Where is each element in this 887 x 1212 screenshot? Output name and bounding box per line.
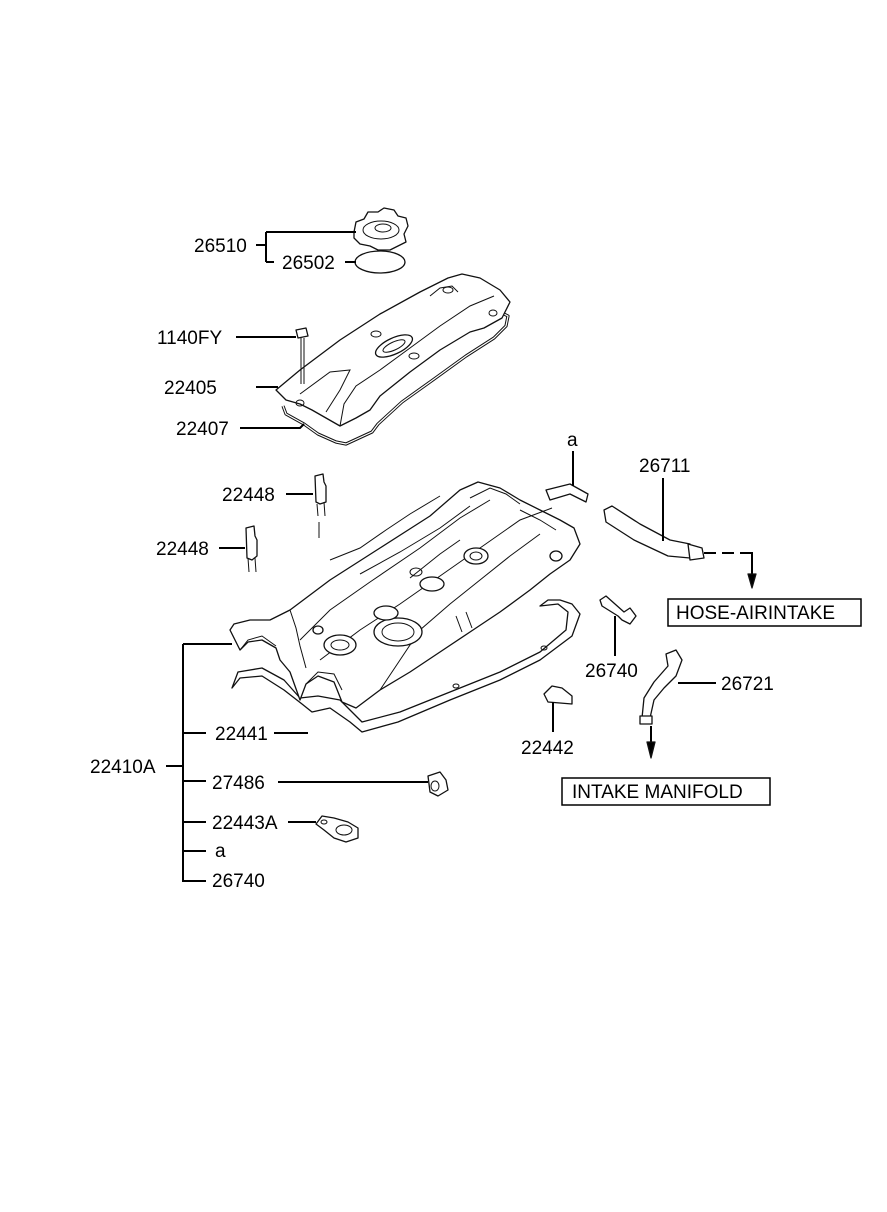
plug-27486 xyxy=(278,771,449,797)
leaders-cover xyxy=(236,336,305,429)
callout-a-list: a xyxy=(215,841,226,862)
plug-tube-upper xyxy=(314,473,327,538)
callout-26721: 26721 xyxy=(721,674,774,695)
leader-26510 xyxy=(256,231,356,263)
callout-22441: 22441 xyxy=(215,724,268,745)
callout-26740-right: 26740 xyxy=(585,661,638,682)
callout-27486: 27486 xyxy=(212,773,265,794)
oil-filler-cap-gasket xyxy=(354,250,406,274)
bracket-22443A xyxy=(288,815,359,843)
callout-22448-upper: 22448 xyxy=(222,485,275,506)
callout-22448-lower: 22448 xyxy=(156,539,209,560)
head-gasket xyxy=(231,599,581,733)
oil-filler-cap xyxy=(353,207,409,251)
callout-22407: 22407 xyxy=(176,419,229,440)
callout-a-top: a xyxy=(567,430,578,451)
bracket-22410A xyxy=(166,643,232,882)
callout-22410A: 22410A xyxy=(90,757,156,778)
bolt-1140FY xyxy=(295,327,309,384)
label-hose-airintake: HOSE-AIRINTAKE xyxy=(676,603,835,624)
breather-pipe-a xyxy=(545,483,589,503)
half-moon-seal xyxy=(543,685,573,705)
callout-22442: 22442 xyxy=(521,738,574,759)
callout-1140FY: 1140FY xyxy=(157,328,222,349)
cylinder-head-cover xyxy=(275,273,511,446)
box-intake-manifold xyxy=(561,777,771,806)
callout-26510: 26510 xyxy=(194,236,247,257)
box-hose-airintake xyxy=(667,598,862,627)
pcv-valve xyxy=(599,595,637,625)
callout-26711: 26711 xyxy=(639,456,690,477)
cylinder-head xyxy=(229,481,581,709)
hose-26711 xyxy=(603,505,757,589)
callout-22443A: 22443A xyxy=(212,813,278,834)
callout-22405: 22405 xyxy=(164,378,217,399)
callout-26740-list: 26740 xyxy=(212,871,265,892)
hose-26721 xyxy=(639,649,683,759)
label-intake-manifold: INTAKE MANIFOLD xyxy=(572,782,743,803)
plug-tube-lower xyxy=(245,525,258,573)
callout-26502: 26502 xyxy=(282,253,335,274)
